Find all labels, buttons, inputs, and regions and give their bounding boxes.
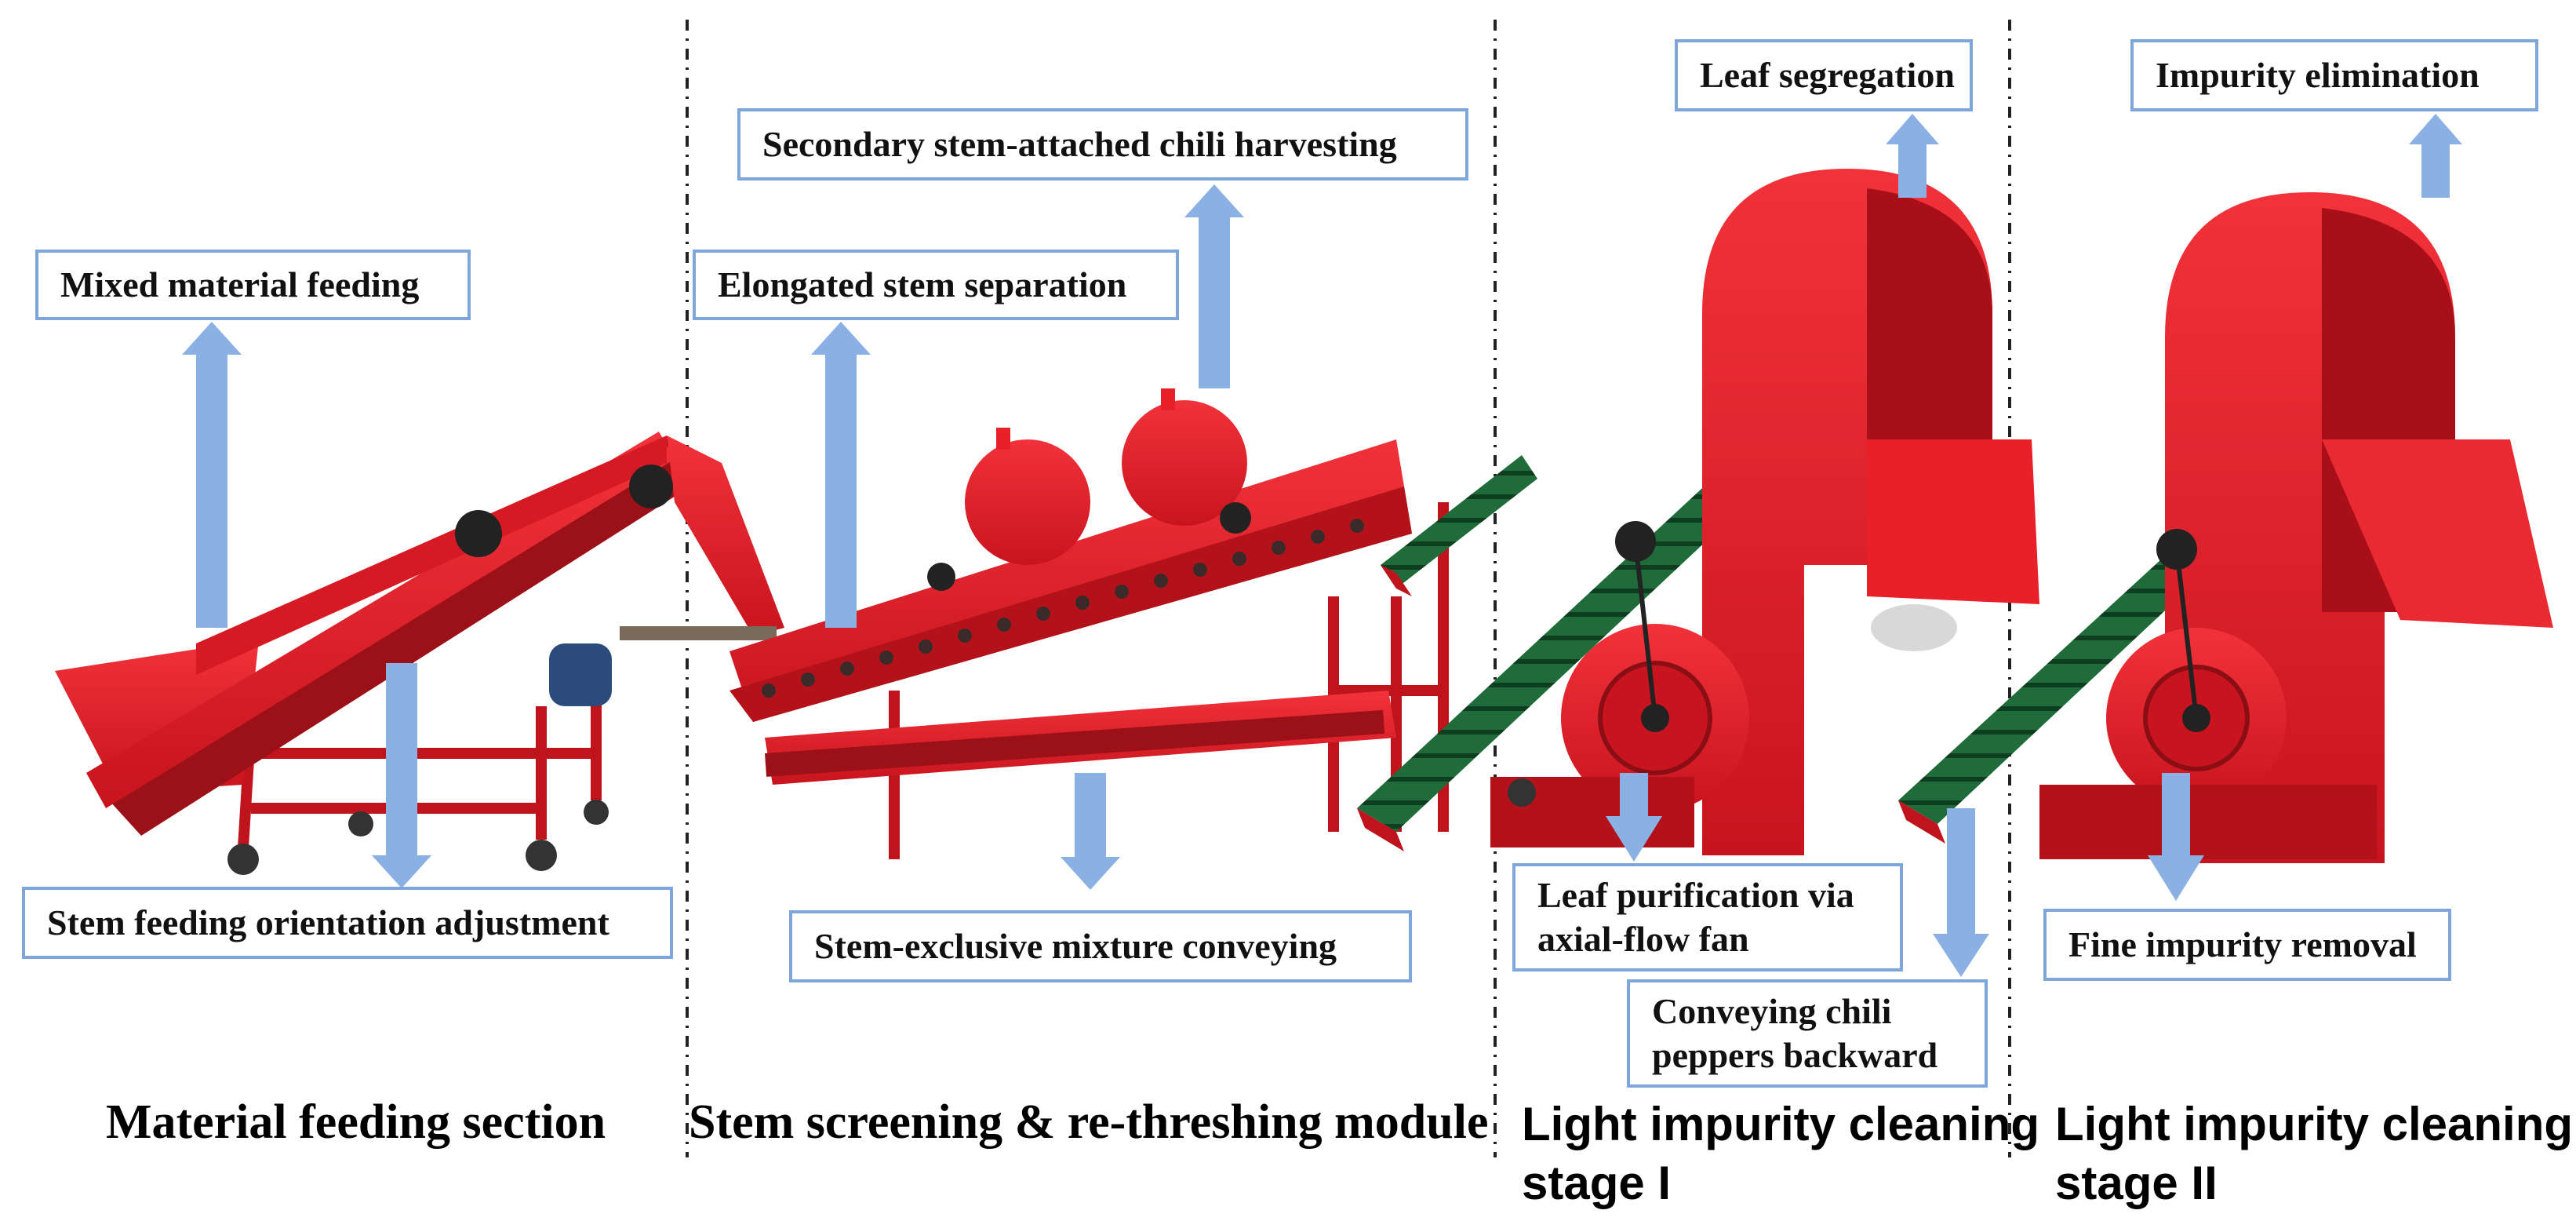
arrow-impurity-elimination — [2409, 114, 2462, 198]
label-mixed-feeding: Mixed material feeding — [35, 250, 471, 320]
section-title-stage2: Light impurity cleaning stage II — [2055, 1095, 2573, 1212]
label-text-line1: Conveying chili — [1652, 990, 1892, 1031]
label-text: Stem feeding orientation adjustment — [47, 902, 609, 942]
label-impurity-elimination: Impurity elimination — [2130, 39, 2538, 111]
flow-arrows — [182, 114, 2462, 977]
section-title-line2: stage II — [2055, 1157, 2218, 1209]
label-text-line2: axial-flow fan — [1537, 919, 1749, 959]
section-title-stage1: Light impurity cleaning stage I — [1522, 1095, 2039, 1212]
screening-machine — [730, 388, 1537, 859]
cleaning-stage-2 — [1898, 192, 2553, 863]
feeding-machine — [55, 432, 784, 875]
label-elongated-stem: Elongated stem separation — [693, 250, 1179, 320]
section-title-line1: Light impurity cleaning — [2055, 1098, 2574, 1150]
arrow-elongated-stem — [811, 322, 871, 628]
label-fine-impurity: Fine impurity removal — [2043, 909, 2451, 981]
label-text-line2: peppers backward — [1652, 1035, 1938, 1075]
label-text: Fine impurity removal — [2068, 924, 2417, 964]
label-text: Elongated stem separation — [718, 264, 1127, 304]
section-title-feeding: Material feeding section — [106, 1095, 606, 1149]
label-text: Leaf segregation — [1700, 54, 1955, 95]
section-title-line2: stage I — [1522, 1157, 1672, 1209]
arrow-stem-orientation — [372, 663, 431, 888]
section-dividers — [686, 20, 2011, 1157]
label-secondary-harvest: Secondary stem-attached chili harvesting — [737, 108, 1468, 180]
arrow-leaf-segregation — [1886, 114, 1939, 198]
label-text: Mixed material feeding — [60, 264, 420, 304]
arrow-fine-impurity — [2148, 773, 2204, 901]
label-leaf-purification: Leaf purification via axial-flow fan — [1512, 863, 1903, 971]
label-text: Secondary stem-attached chili harvesting — [762, 123, 1397, 164]
cleaning-stage-1 — [1357, 169, 2039, 855]
arrow-secondary-harvest — [1184, 184, 1244, 388]
label-conveying-back: Conveying chili peppers backward — [1627, 979, 1988, 1088]
section-title-line1: Light impurity cleaning — [1522, 1098, 2040, 1150]
arrow-stem-mixture — [1061, 773, 1120, 890]
label-text: Impurity elimination — [2156, 54, 2480, 95]
section-title-screening: Stem screening & re-threshing module — [689, 1095, 1489, 1149]
label-stem-orientation: Stem feeding orientation adjustment — [22, 887, 673, 959]
label-stem-mixture: Stem-exclusive mixture conveying — [789, 910, 1412, 982]
arrow-conveying-back — [1933, 808, 1989, 977]
label-text: Stem-exclusive mixture conveying — [814, 925, 1337, 966]
arrow-mixed-feeding — [182, 322, 242, 628]
arrow-leaf-purification — [1606, 773, 1662, 862]
label-leaf-segregation: Leaf segregation — [1675, 39, 1973, 111]
label-text-line1: Leaf purification via — [1537, 874, 1854, 915]
